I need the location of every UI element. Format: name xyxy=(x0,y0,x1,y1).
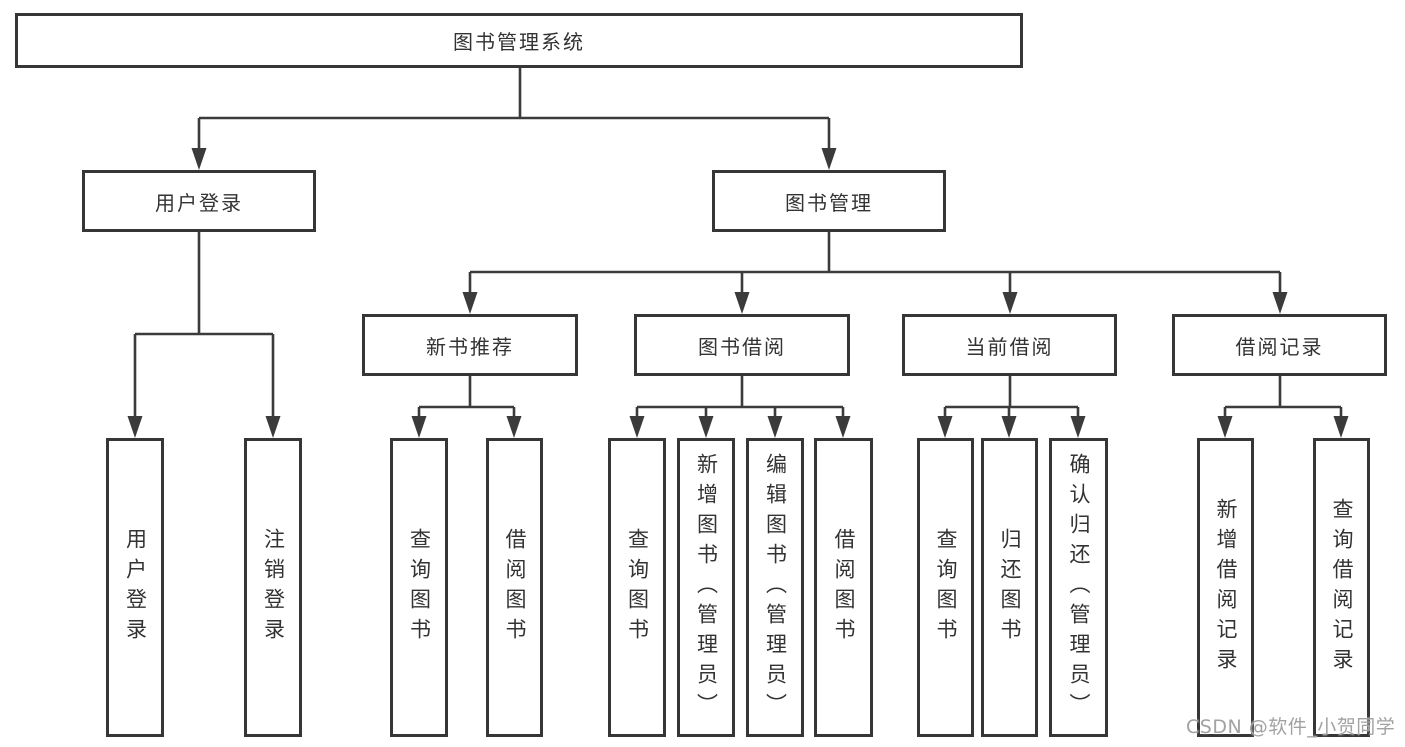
node-root-system: 图书管理系统 xyxy=(15,13,1023,68)
leaf-borrow-books-rec: 借阅图书 xyxy=(486,438,543,737)
leaf-query-books-borrowing: 查询图书 xyxy=(608,438,666,737)
leaf-add-book-admin: 新增图书（管理员） xyxy=(677,438,735,737)
leaf-edit-book-admin: 编辑图书（管理员） xyxy=(746,438,804,737)
leaf-confirm-return-admin: 确认归还（管理员） xyxy=(1049,438,1108,737)
node-book-management: 图书管理 xyxy=(712,170,946,232)
node-new-book-recommendation: 新书推荐 xyxy=(362,314,578,376)
leaf-query-borrow-record: 查询借阅记录 xyxy=(1313,438,1370,737)
arrowhead-icons xyxy=(127,148,1349,438)
node-book-borrowing: 图书借阅 xyxy=(634,314,850,376)
leaf-user-login: 用户登录 xyxy=(106,438,164,737)
leaf-logout: 注销登录 xyxy=(244,438,302,737)
node-current-borrowing: 当前借阅 xyxy=(902,314,1117,376)
node-user-login: 用户登录 xyxy=(82,170,316,232)
leaf-return-book: 归还图书 xyxy=(981,438,1038,737)
leaf-query-books-current: 查询图书 xyxy=(917,438,974,737)
leaf-query-books-rec: 查询图书 xyxy=(390,438,448,737)
leaf-add-borrow-record: 新增借阅记录 xyxy=(1197,438,1254,737)
node-borrowing-records: 借阅记录 xyxy=(1172,314,1387,376)
leaf-borrow-books-borrowing: 借阅图书 xyxy=(814,438,873,737)
csdn-watermark: CSDN @软件_小贺同学 xyxy=(1186,716,1396,738)
